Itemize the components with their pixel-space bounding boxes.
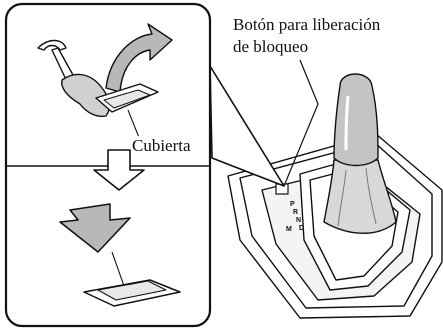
boot-fold — [337, 169, 347, 227]
inset-wedge — [209, 65, 285, 187]
gate-letter-m: M — [286, 226, 292, 233]
callout-leader — [283, 59, 319, 187]
shift-knob — [333, 73, 379, 167]
screwdriver-tip — [37, 39, 67, 51]
gate-letter-n: N — [296, 217, 301, 224]
gate-letter-r: R — [293, 209, 298, 216]
hand-icon — [61, 73, 111, 118]
screwdriver-step — [37, 23, 173, 118]
shift-lever — [323, 73, 397, 234]
lock-release-button-label-cont: de bloqueo — [233, 37, 309, 56]
cover-label: Cubierta — [131, 136, 192, 155]
press-pointer-line — [111, 251, 125, 287]
press-step — [59, 203, 181, 307]
release-slot-inner — [97, 280, 167, 301]
lock-release-button-label: Botón para liberación — [233, 15, 381, 34]
gate-letter-p: P — [290, 201, 295, 208]
lifted-cover-inner — [103, 89, 151, 109]
knob-highlight — [344, 95, 350, 151]
cover-label-leader — [127, 109, 141, 141]
down-arrow-icon — [93, 149, 145, 191]
gate-letter-d: D — [299, 225, 304, 232]
press-down-arrow-icon — [59, 203, 131, 253]
curved-motion-arrow — [105, 23, 173, 93]
boot-fold — [365, 167, 377, 225]
shift-boot — [323, 159, 397, 234]
